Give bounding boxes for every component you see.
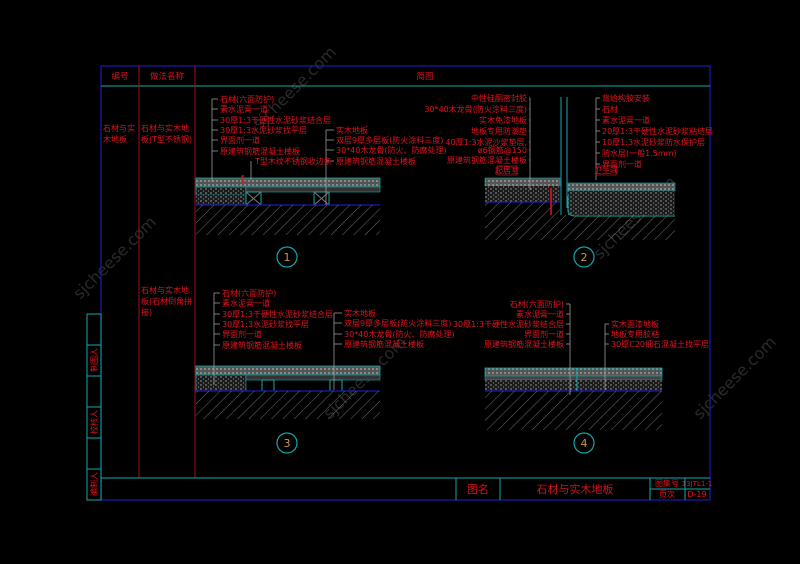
- layer-label: 原建筑钢筋混凝土楼板: [222, 340, 302, 350]
- layer-label: 双层9厚多层板(防火涂料三度): [336, 135, 443, 145]
- layer-label: 地板专用胶粘: [611, 329, 659, 339]
- layer-label: 石材(六面防护): [222, 288, 276, 298]
- layer-label: 实木地板: [344, 308, 376, 318]
- detail-number: 3: [284, 437, 291, 450]
- edge-strip-label: T型木纹不锈钢收边条: [254, 156, 332, 166]
- detail-number-circle: [276, 246, 298, 268]
- layer-label: 实木面漆地板: [611, 319, 659, 329]
- layer-label: 30*40木龙骨(防火、防腐处理): [336, 145, 447, 155]
- header-col-sketch: 简图: [416, 71, 433, 82]
- layer-label: 界面剂一道: [222, 329, 262, 339]
- layer-label: 中性硅酮密封胶: [471, 93, 527, 103]
- layer-label: 原建筑钢筋混凝土楼板: [344, 339, 424, 349]
- detail-number: 2: [581, 251, 588, 264]
- layer-label: 30厚1:3干硬性水泥砂浆结合层: [453, 319, 564, 329]
- detail-2-drawing: [484, 97, 676, 240]
- room-label-living: 起居室: [495, 165, 519, 175]
- row-2-name: 石材与实木地板(石材倒角拼接): [141, 286, 193, 317]
- detail-number: 1: [284, 251, 291, 264]
- layer-label: 30*40木龙骨(防火、防腐处理): [344, 329, 455, 339]
- row-1-name: 石材与实木地板(T型不锈钢): [141, 124, 193, 144]
- layer-label: 实木免漆地板: [479, 115, 527, 125]
- layer-label: 素水泥膏一道: [602, 115, 650, 125]
- layer-label: 石材(六面防护): [510, 299, 564, 309]
- layer-label: 30厚1:3干硬性水泥砂浆结合层: [222, 309, 333, 319]
- layer-label: 地板专用防潮垫: [471, 126, 527, 136]
- side-label-checker: 校核人: [89, 410, 99, 434]
- table-frame: [86, 65, 711, 501]
- layer-label: 30*40木龙骨(防火涂料三度): [424, 104, 527, 114]
- layer-label: 30厚1:3水泥砂浆找平层: [220, 125, 307, 135]
- layer-label: 背给构胶安装: [602, 93, 650, 103]
- header-col-name: 做法名称: [150, 71, 185, 82]
- room-label-bathroom: 卫生间: [594, 165, 618, 175]
- layer-label: 防水层(一般1.5mm): [602, 148, 677, 158]
- layer-label: ø6钢筋@150: [478, 145, 527, 155]
- layer-label: 原建筑钢筋混凝土楼板: [336, 156, 416, 166]
- layer-label: 界面剂一道: [524, 329, 564, 339]
- layer-label: 石材(六面防护): [220, 94, 274, 104]
- layer-label: 界面剂一道: [602, 159, 642, 169]
- layer-label: 10厚1:3水泥砂浆防水保护层: [602, 137, 705, 147]
- layer-label: 原建筑钢筋混凝土楼板: [447, 155, 527, 165]
- layer-label: 石材: [602, 104, 618, 114]
- layer-label: 界面剂一道: [220, 135, 260, 145]
- layer-label: 20厚1:3干硬性水泥砂浆粘结层: [602, 126, 713, 136]
- layer-label: 30厚C20细石混凝土找平层: [611, 339, 709, 349]
- layer-label: 原建筑钢筋混凝土楼板: [484, 339, 564, 349]
- layer-label: 素水泥膏一道: [222, 298, 270, 308]
- detail-1-drawing: [195, 175, 381, 235]
- detail-number-circle: [573, 432, 595, 454]
- title-block-name-label: 图名: [467, 482, 489, 496]
- detail-number-circle: [573, 246, 595, 268]
- atlas-number: 13JTL1-1: [682, 480, 713, 488]
- page-label: 页次: [659, 489, 675, 499]
- layer-label: 30厚1:3干硬性水泥砂浆结合层: [220, 115, 331, 125]
- layer-label: 实木地板: [336, 125, 368, 135]
- atlas-label: 图集号: [655, 478, 679, 488]
- layer-label: 原建筑钢筋混凝土楼板: [220, 146, 300, 156]
- page-number: D-19: [687, 490, 706, 499]
- detail-4-drawing: [484, 367, 663, 430]
- detail-number-circle: [276, 432, 298, 454]
- layer-label: 素水泥膏一道: [516, 309, 564, 319]
- layer-label: 素水泥膏一道: [220, 104, 268, 114]
- side-label-drafter: 制图人: [89, 348, 99, 372]
- layer-label: 30厚1:3水泥砂浆找平层: [222, 319, 309, 329]
- side-label-author: 编制人: [89, 472, 99, 496]
- layer-label: 双层9厚多层板(防火涂料三度): [344, 318, 451, 328]
- detail-3-drawing: [195, 365, 381, 419]
- drawing-title: 石材与实木地板: [537, 482, 614, 496]
- layer-label: 40厚1:3水泥沙浆垫层,: [445, 137, 527, 147]
- row-1-number: 石材与实木地板: [103, 124, 135, 144]
- detail-number: 4: [581, 437, 588, 450]
- header-col-no: 编号: [111, 71, 128, 82]
